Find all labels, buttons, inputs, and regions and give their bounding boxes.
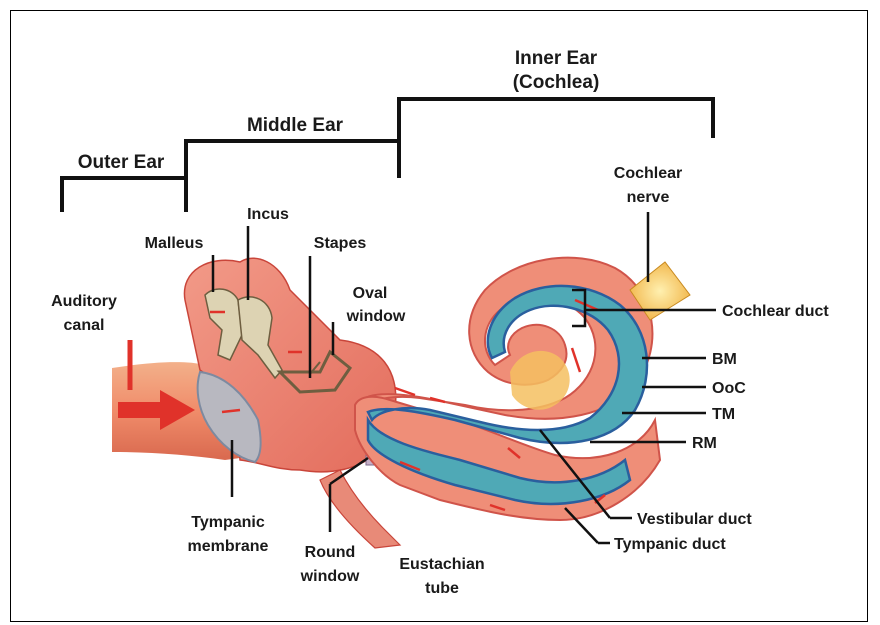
auditory-canal-label-2: canal: [64, 317, 105, 334]
inner-ear-bracket: [399, 99, 713, 141]
tympanic-duct-label: Tympanic duct: [614, 536, 726, 553]
bm-label: BM: [712, 351, 737, 368]
cochlear-duct-label: Cochlear duct: [722, 303, 829, 320]
malleus-label: Malleus: [145, 235, 204, 252]
cochlea-label: (Cochlea): [513, 72, 600, 93]
stapes-label: Stapes: [314, 235, 367, 252]
round-window-label-2: window: [300, 568, 360, 585]
oval-window-label: Oval: [353, 285, 388, 302]
incus-label: Incus: [247, 206, 289, 223]
eustachian-tube-label-2: tube: [425, 580, 459, 597]
vestibular-duct-label: Vestibular duct: [637, 511, 752, 528]
ooc-label: OoC: [712, 380, 746, 397]
tympanic-membrane-label-2: membrane: [188, 538, 269, 555]
inner-ear-label: Inner Ear: [515, 48, 598, 69]
tm-label: TM: [712, 406, 735, 423]
middle-ear-label: Middle Ear: [247, 115, 344, 136]
cochlear-nerve-label-2: nerve: [627, 189, 670, 206]
outer-ear-label: Outer Ear: [78, 152, 165, 173]
round-window-label: Round: [305, 544, 356, 561]
middle-ear-bracket: [186, 141, 399, 178]
rm-label: RM: [692, 435, 717, 452]
auditory-canal-label: Auditory: [51, 293, 117, 310]
eustachian-tube-label: Eustachian: [399, 556, 484, 573]
cochlear-nerve-label: Cochlear: [614, 165, 682, 182]
tympanic-membrane-label: Tympanic: [191, 514, 265, 531]
oval-window-label-2: window: [346, 308, 406, 325]
outer-ear-bracket: [62, 178, 186, 212]
